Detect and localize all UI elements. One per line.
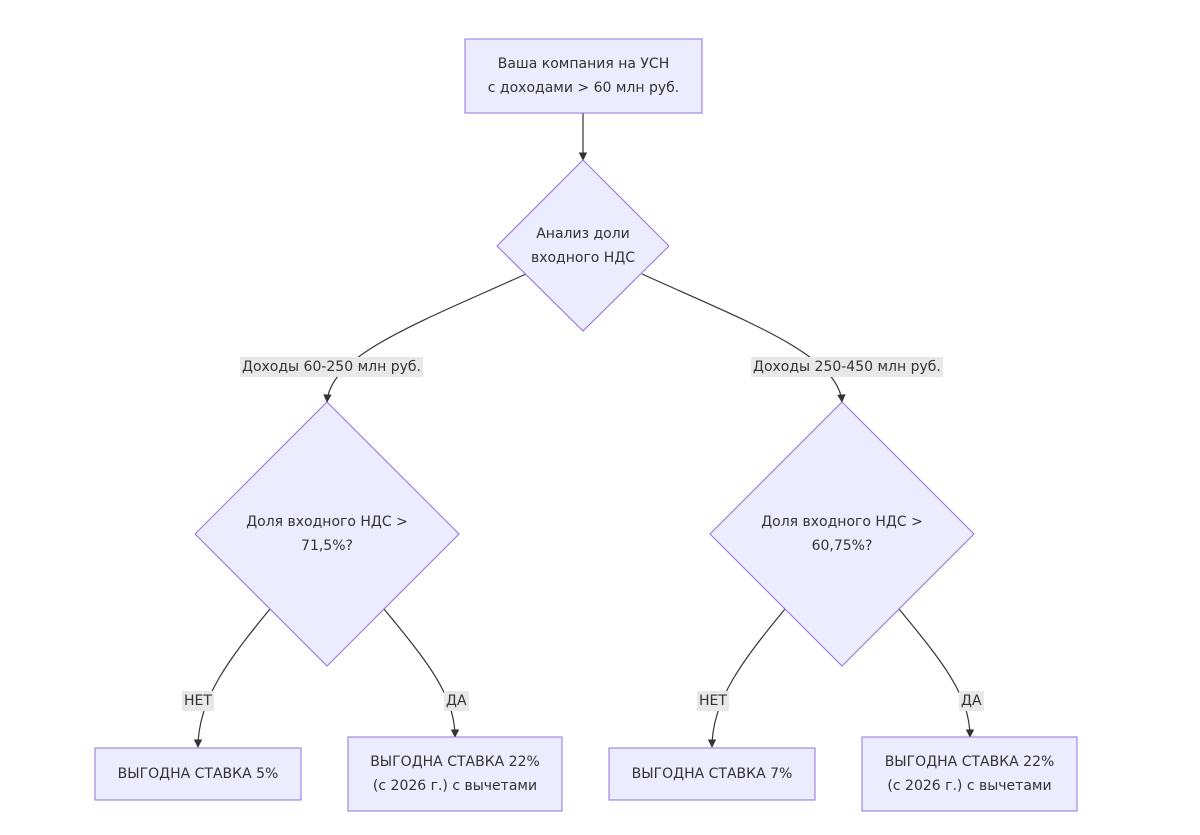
edge-label-income-high: Доходы 250-450 млн руб. bbox=[751, 357, 943, 377]
left-decision-line2: 71,5%? bbox=[301, 538, 353, 554]
left-decision-node: Доля входного НДС > 71,5%? bbox=[217, 510, 437, 558]
analysis-node-line1: Анализ доли bbox=[536, 226, 630, 242]
edge-analysis-to-left bbox=[323, 273, 527, 403]
start-node-box bbox=[464, 38, 703, 114]
analysis-node-line2: входного НДС bbox=[530, 250, 636, 266]
result-5-node: ВЫГОДНА СТАВКА 5% bbox=[95, 748, 301, 800]
result-22-left-line1: ВЫГОДНА СТАВКА 22% bbox=[370, 754, 540, 770]
result-7-box bbox=[608, 747, 816, 801]
edge-analysis-to-right bbox=[641, 273, 846, 403]
edge-right-yes bbox=[898, 608, 975, 738]
start-node-line2: с доходами > 60 млн руб. bbox=[487, 80, 680, 96]
analysis-node: Анализ доли входного НДС bbox=[497, 222, 669, 270]
result-22-left-box bbox=[347, 736, 563, 812]
left-decision-line1: Доля входного НДС > bbox=[246, 514, 408, 530]
start-node: Ваша компания на УСН с доходами > 60 млн… bbox=[465, 39, 702, 113]
right-decision-shape bbox=[709, 401, 975, 667]
result-22-right-node: ВЫГОДНА СТАВКА 22% (с 2026 г.) с вычетам… bbox=[862, 737, 1077, 811]
result-5-label: ВЫГОДНА СТАВКА 5% bbox=[117, 766, 279, 782]
edge-left-yes bbox=[383, 608, 460, 738]
result-22-right-box bbox=[861, 736, 1078, 812]
left-decision-shape bbox=[194, 401, 460, 667]
edge-label-right-yes: ДА bbox=[959, 691, 984, 711]
result-7-node: ВЫГОДНА СТАВКА 7% bbox=[609, 748, 815, 800]
edge-label-left-yes: ДА bbox=[444, 691, 469, 711]
edge-label-left-no: НЕТ bbox=[182, 691, 214, 711]
result-22-right-line1: ВЫГОДНА СТАВКА 22% bbox=[884, 754, 1055, 770]
right-decision-node: Доля входного НДС > 60,75%? bbox=[732, 510, 952, 558]
edge-right-no bbox=[707, 608, 786, 748]
analysis-decision-shape bbox=[496, 159, 670, 332]
result-7-label: ВЫГОДНА СТАВКА 7% bbox=[631, 766, 793, 782]
start-node-line1: Ваша компания на УСН bbox=[497, 56, 670, 72]
result-5-box bbox=[94, 747, 302, 801]
result-22-right-line2: (с 2026 г.) с вычетами bbox=[887, 778, 1052, 794]
right-decision-line2: 60,75%? bbox=[811, 538, 873, 554]
right-decision-line1: Доля входного НДС > bbox=[761, 514, 923, 530]
edge-label-right-no: НЕТ bbox=[697, 691, 729, 711]
result-22-left-line2: (с 2026 г.) с вычетами bbox=[372, 778, 538, 794]
edge-label-income-low: Доходы 60-250 млн руб. bbox=[240, 357, 423, 377]
edge-left-no bbox=[193, 608, 271, 748]
result-22-left-node: ВЫГОДНА СТАВКА 22% (с 2026 г.) с вычетам… bbox=[348, 737, 562, 811]
